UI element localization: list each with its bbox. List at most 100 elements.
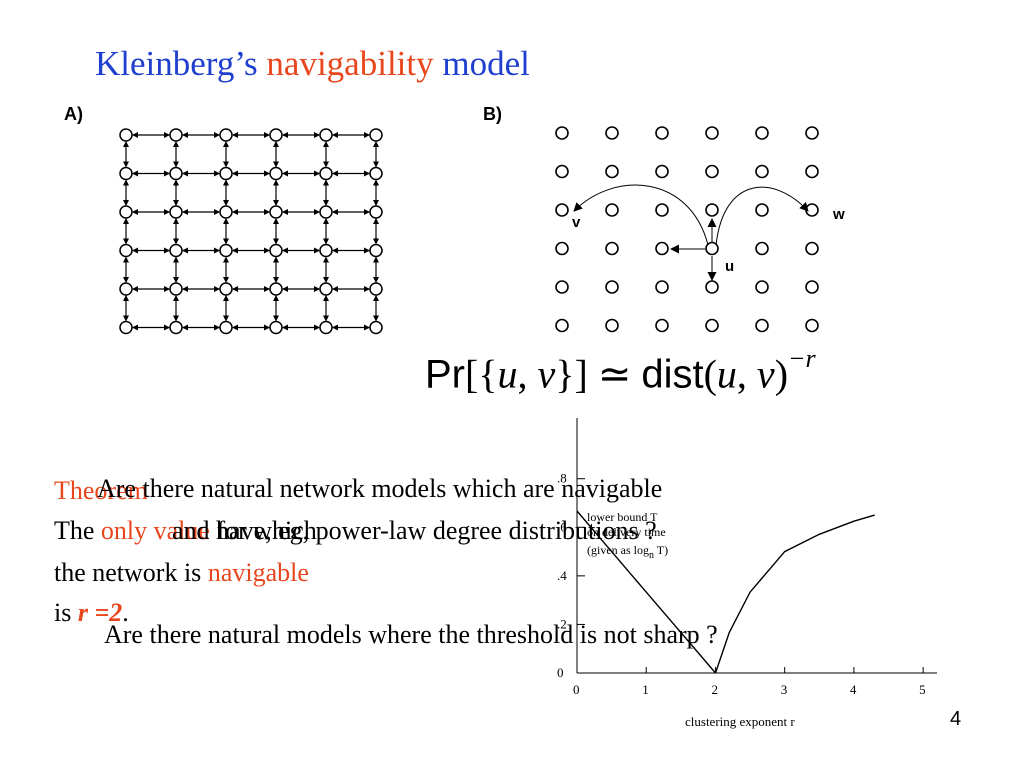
long-range-link-to-w [715, 186, 809, 246]
lattice-diagram-a [119, 128, 383, 335]
lattice-node [119, 282, 133, 296]
lattice-node [655, 203, 669, 217]
lattice-node [655, 164, 669, 179]
lattice-node [219, 282, 233, 296]
lattice-node [119, 205, 133, 219]
x-tick-label: 4 [850, 682, 857, 697]
lattice-node [119, 320, 133, 335]
lattice-node [555, 280, 569, 294]
y-label-line: lower bound T [587, 510, 658, 524]
y-label-line: on delivery time [587, 525, 666, 539]
lattice-a-grid [119, 128, 383, 335]
lattice-node [269, 166, 283, 181]
y-tick-label: .2 [557, 616, 567, 631]
y-tick-label: .4 [557, 568, 567, 583]
lattice-node [269, 320, 283, 335]
lattice-node [319, 205, 333, 219]
x-tick-label: 2 [711, 682, 718, 697]
y-tick-label: .8 [557, 471, 567, 486]
lattice-node [269, 282, 283, 296]
lattice-node [119, 243, 133, 258]
lattice-node [555, 318, 569, 333]
lattice-node [169, 166, 183, 181]
slide-title: Kleinberg’s navigability model [95, 44, 530, 83]
theorem-line-3: the network is navigable [54, 558, 309, 587]
lattice-node [219, 128, 233, 142]
lattice-node [805, 203, 819, 217]
lattice-node [805, 164, 819, 179]
y-tick-label: 0 [557, 665, 564, 680]
lattice-node [219, 166, 233, 181]
lattice-node [805, 318, 819, 333]
lattice-node [755, 126, 769, 140]
lattice-node [369, 243, 383, 258]
chart-y-label: lower bound Ton delivery time (given as l… [587, 510, 668, 561]
lattice-node [119, 128, 133, 142]
question-threshold: Are there natural models where the thres… [104, 620, 718, 649]
lattice-node [219, 205, 233, 219]
chart-x-label: clustering exponent r [685, 714, 795, 729]
lattice-node [119, 166, 133, 181]
lattice-node [605, 164, 619, 179]
lattice-node [169, 243, 183, 258]
y-tick-label: .6 [557, 519, 567, 534]
x-tick-label: 0 [573, 682, 580, 697]
lattice-node [555, 164, 569, 179]
delivery-time-chart: 0 1 2 3 4 5 0 .2 .4 .6 .8 lower bound Ton delivery… [557, 418, 937, 729]
node-w-label: w [832, 206, 845, 223]
theorem-label: Theorem [54, 476, 148, 505]
lattice-node [369, 320, 383, 335]
lattice-node [169, 282, 183, 296]
chart-series-line [714, 514, 875, 674]
lattice-node [705, 164, 719, 179]
page-number: 4 [950, 708, 962, 730]
lattice-node [319, 243, 333, 258]
lattice-node [369, 166, 383, 181]
lattice-node [755, 241, 769, 256]
lattice-node [219, 320, 233, 335]
panel-b-label: B) [483, 104, 502, 124]
lattice-node [805, 241, 819, 256]
lattice-node [605, 318, 619, 333]
lattice-node [655, 241, 669, 256]
question-navigable-line-1: Are there natural network models which a… [97, 474, 663, 503]
theorem-line-2: The only value for which [54, 516, 317, 545]
lattice-node [705, 203, 719, 217]
lattice-node [655, 280, 669, 294]
lattice-node [169, 205, 183, 219]
lattice-node [369, 128, 383, 142]
chart-series-line [576, 510, 717, 674]
chart-series [576, 510, 875, 674]
lattice-node [755, 280, 769, 294]
lattice-node [755, 318, 769, 333]
lattice-node [605, 126, 619, 140]
lattice-node [655, 126, 669, 140]
lattice-node [169, 320, 183, 335]
node-v-label: v [572, 214, 581, 231]
lattice-node [605, 203, 619, 217]
lattice-node [755, 203, 769, 217]
lattice-node [655, 318, 669, 333]
lattice-node [319, 320, 333, 335]
x-tick-label: 1 [642, 682, 649, 697]
lattice-node [219, 243, 233, 258]
lattice-node [605, 280, 619, 294]
x-tick-label: 3 [781, 682, 788, 697]
lattice-node [555, 203, 569, 217]
lattice-node [319, 166, 333, 181]
probability-formula: Pr[{u, v}] ≃ dist(u, v)−r [425, 344, 816, 397]
x-tick-label: 5 [919, 682, 926, 697]
lattice-node [319, 282, 333, 296]
lattice-node [555, 241, 569, 256]
panel-a-label: A) [64, 104, 83, 124]
lattice-node [269, 243, 283, 258]
lattice-node [269, 128, 283, 142]
lattice-node [319, 128, 333, 142]
y-label-line: (given as logn T) [587, 543, 668, 561]
lattice-node [755, 164, 769, 179]
lattice-node [705, 126, 719, 140]
lattice-node [805, 126, 819, 140]
node-u-label: u [725, 258, 734, 275]
lattice-node [169, 128, 183, 142]
lattice-b-nodes [555, 126, 819, 333]
